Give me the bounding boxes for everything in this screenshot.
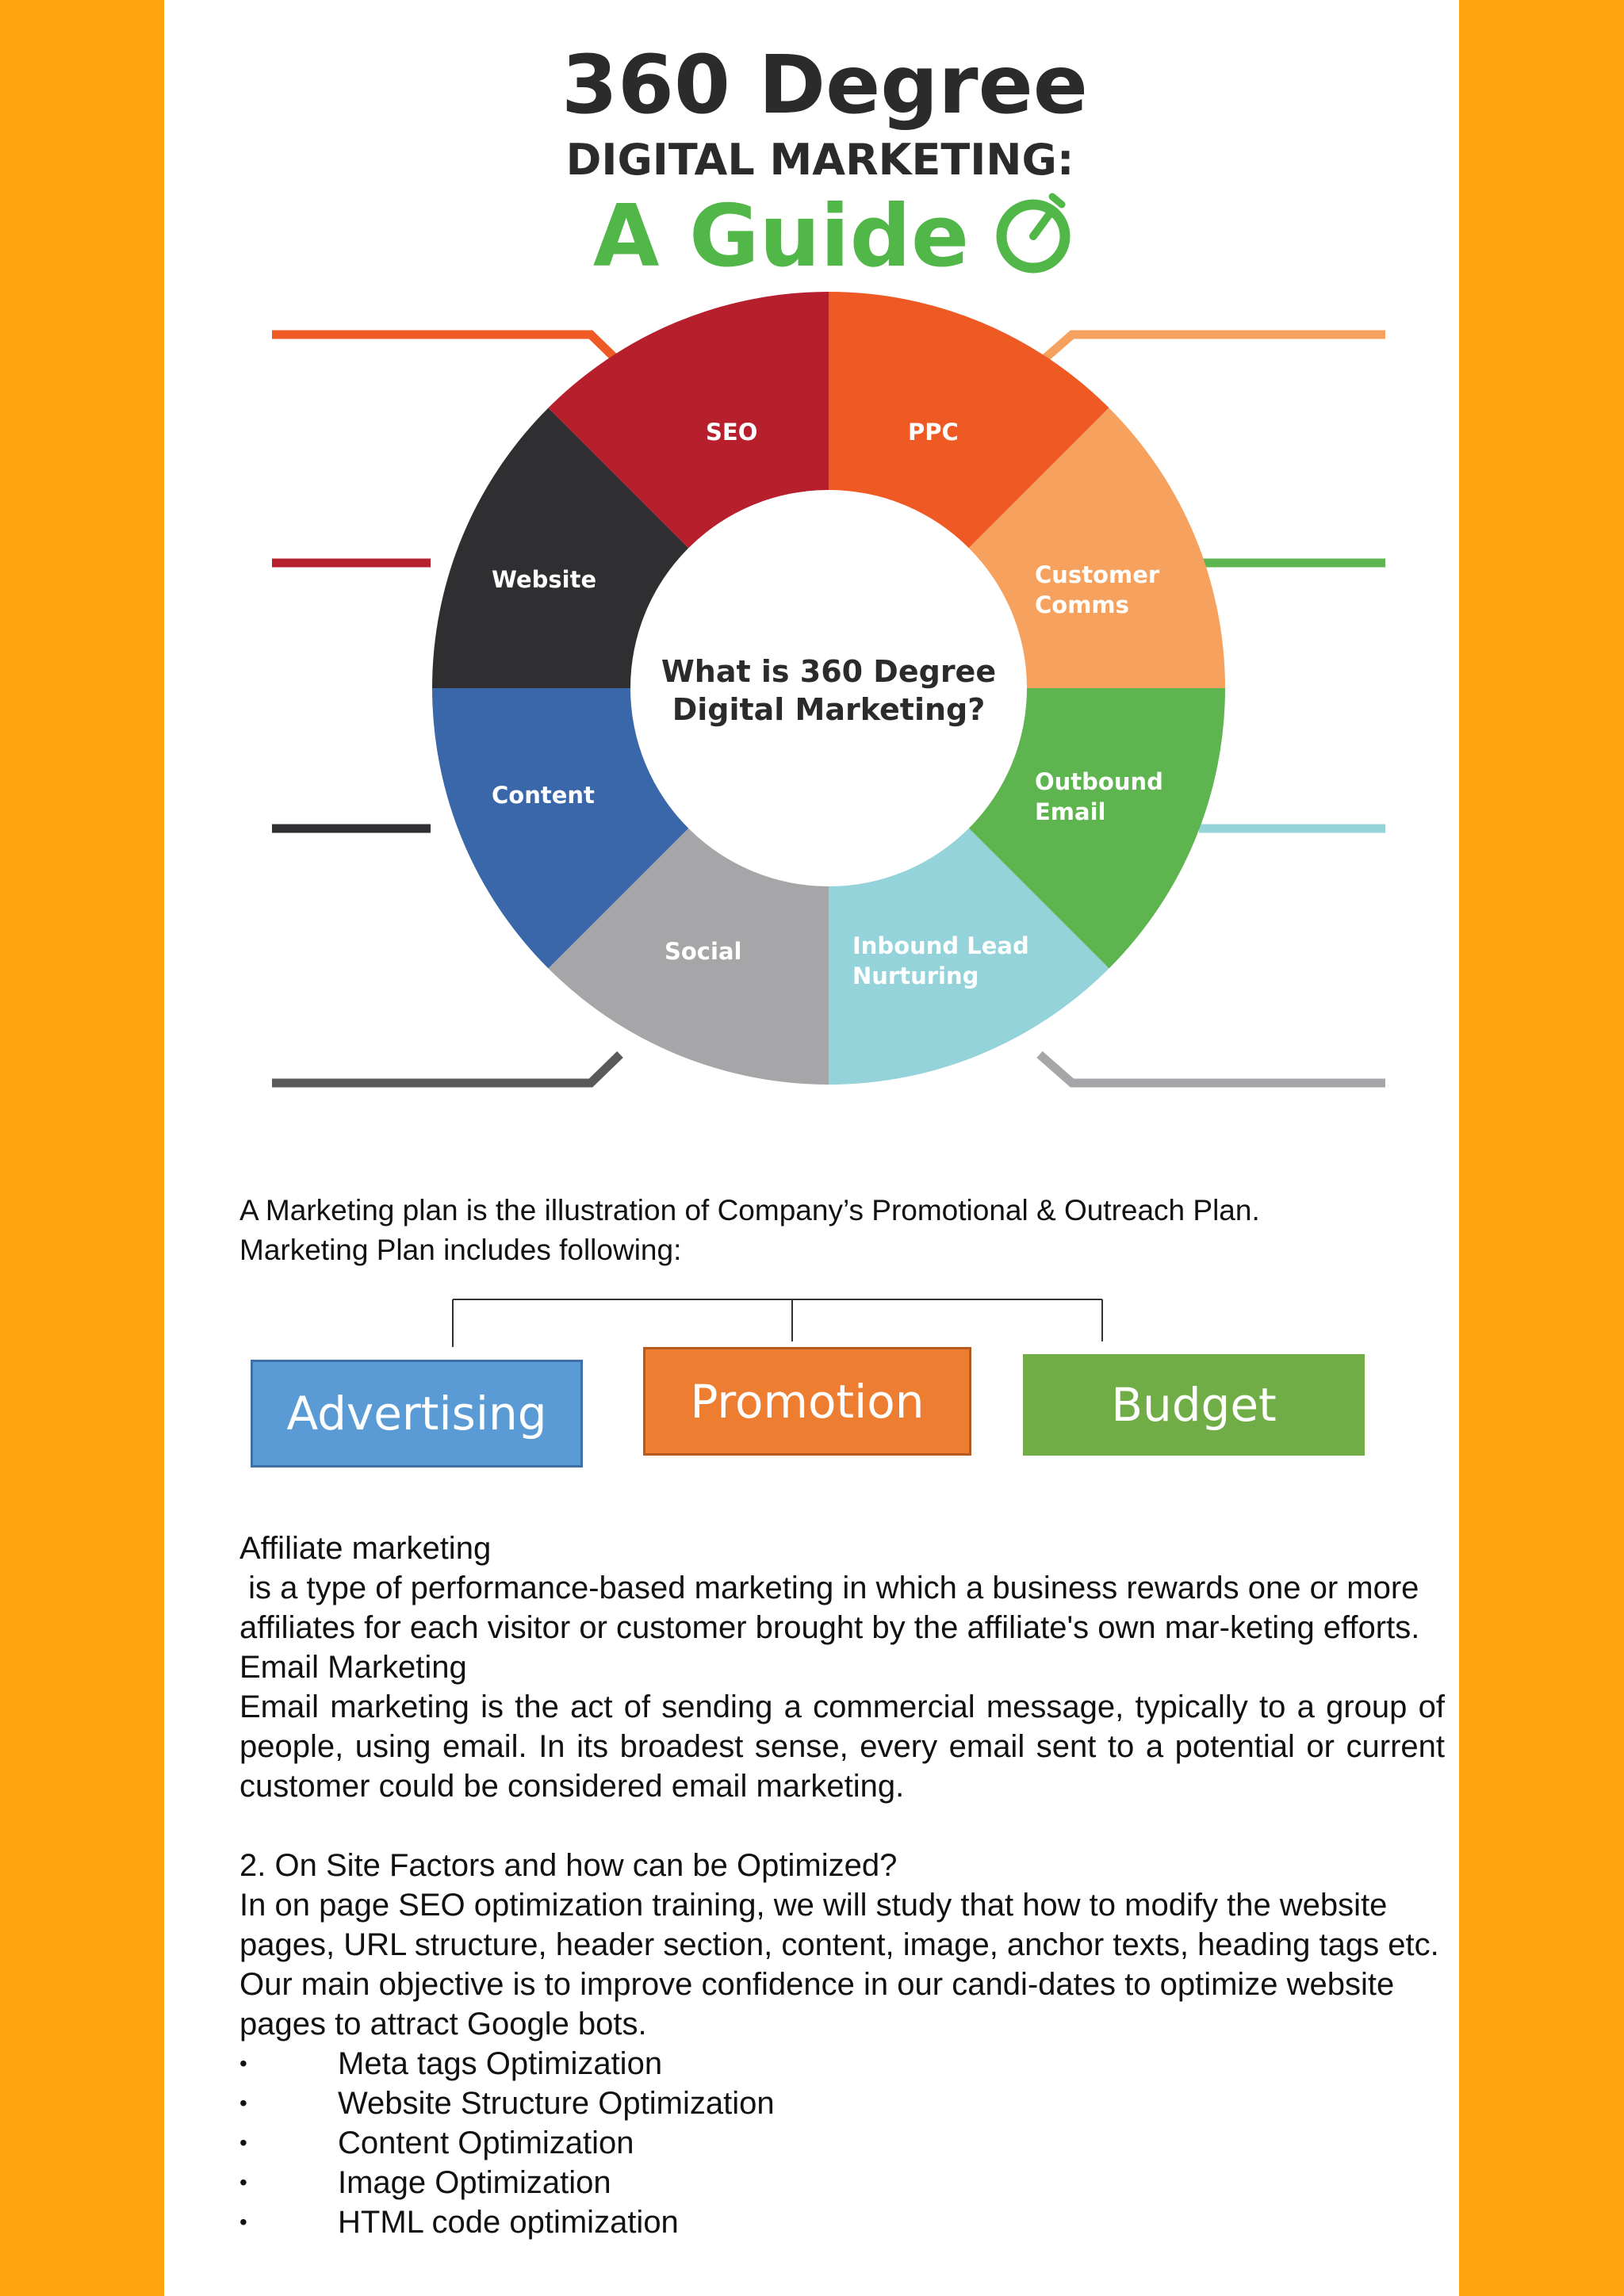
wheel-segment-website bbox=[548, 292, 829, 549]
segment-label-inbound-lead-nurturing: Inbound Lead Nurturing bbox=[852, 932, 1037, 989]
budget-box: Budget bbox=[1023, 1354, 1365, 1456]
affiliate-body: is a type of performance-based marketing… bbox=[239, 1571, 1428, 1645]
infographic: 360 Degree DIGITAL MARKETING: A Guide Wh… bbox=[272, 38, 1385, 1088]
spacer bbox=[239, 1806, 1445, 1846]
optimization-list: •Meta tags Optimization •Website Structu… bbox=[239, 2044, 1445, 2242]
intro-line-2: Marketing Plan includes following: bbox=[239, 1234, 682, 1266]
email-heading: Email Marketing bbox=[239, 1650, 467, 1685]
article-body: Affiliate marketing is a type of perform… bbox=[239, 1529, 1445, 2242]
wheel-segment-customer-comms bbox=[968, 688, 1225, 969]
wheel-segment-inbound-lead-nurturing bbox=[548, 828, 829, 1085]
wheel-segment-outbound-email bbox=[829, 828, 1109, 1085]
segment-label-seo: SEO bbox=[706, 419, 757, 446]
title-line-3: A Guide bbox=[593, 187, 969, 286]
connector-ppc bbox=[1036, 330, 1385, 367]
bullet: • bbox=[239, 2170, 247, 2195]
title-line-2: DIGITAL MARKETING: bbox=[566, 135, 1074, 185]
wheel-center-line-1: What is 360 Degree bbox=[661, 654, 996, 689]
list-item: •Image Optimization bbox=[239, 2163, 1445, 2202]
onsite-body: In on page SEO optimization training, we… bbox=[239, 1888, 1439, 2042]
advertising-box: Advertising bbox=[251, 1360, 583, 1468]
intro-line-1: A Marketing plan is the illustration of … bbox=[239, 1194, 1260, 1226]
segment-label-website: Website bbox=[492, 566, 596, 593]
segment-label-outbound-email: Outbound Email bbox=[1035, 768, 1171, 825]
bullet: • bbox=[239, 2130, 247, 2155]
connector-seo bbox=[272, 330, 623, 366]
stopwatch-icon bbox=[996, 193, 1071, 274]
list-item: •Content Optimization bbox=[239, 2123, 1445, 2163]
bullet: • bbox=[239, 2051, 247, 2076]
list-item: •Meta tags Optimization bbox=[239, 2044, 1445, 2084]
wheel-segments bbox=[432, 292, 1225, 1085]
connector-lines bbox=[272, 330, 1385, 1088]
connector-social bbox=[272, 1051, 623, 1088]
page: 360 Degree DIGITAL MARKETING: A Guide Wh… bbox=[164, 0, 1459, 2296]
plan-connectors bbox=[452, 1299, 1103, 1347]
list-item: •HTML code optimization bbox=[239, 2202, 1445, 2242]
wheel-segment-ppc bbox=[968, 408, 1225, 688]
segment-label-content: Content bbox=[492, 782, 595, 809]
email-body: Email marketing is the act of sending a … bbox=[239, 1689, 1445, 1804]
wheel-segment-social bbox=[432, 688, 689, 969]
bullet: • bbox=[239, 2091, 247, 2115]
promotion-box: Promotion bbox=[643, 1347, 971, 1456]
bullet: • bbox=[239, 2210, 247, 2234]
segment-label-customer-comms: Customer Comms bbox=[1035, 561, 1167, 618]
segment-label-social: Social bbox=[665, 938, 741, 965]
wheel-segment-seo bbox=[829, 292, 1109, 549]
wheel-center-line-2: Digital Marketing? bbox=[672, 692, 986, 727]
intro-text: A Marketing plan is the illustration of … bbox=[239, 1191, 1445, 1270]
wheel-segment-content bbox=[432, 408, 689, 688]
connector-inbound bbox=[1036, 1050, 1385, 1088]
list-item: •Website Structure Optimization bbox=[239, 2084, 1445, 2123]
title-line-1: 360 Degree bbox=[561, 38, 1088, 132]
affiliate-heading: Affiliate marketing bbox=[239, 1531, 492, 1566]
marketing-plan-diagram: Advertising Promotion Budget bbox=[164, 1284, 1459, 1475]
segment-label-ppc: PPC bbox=[908, 419, 959, 446]
onsite-heading: 2. On Site Factors and how can be Optimi… bbox=[239, 1848, 898, 1883]
